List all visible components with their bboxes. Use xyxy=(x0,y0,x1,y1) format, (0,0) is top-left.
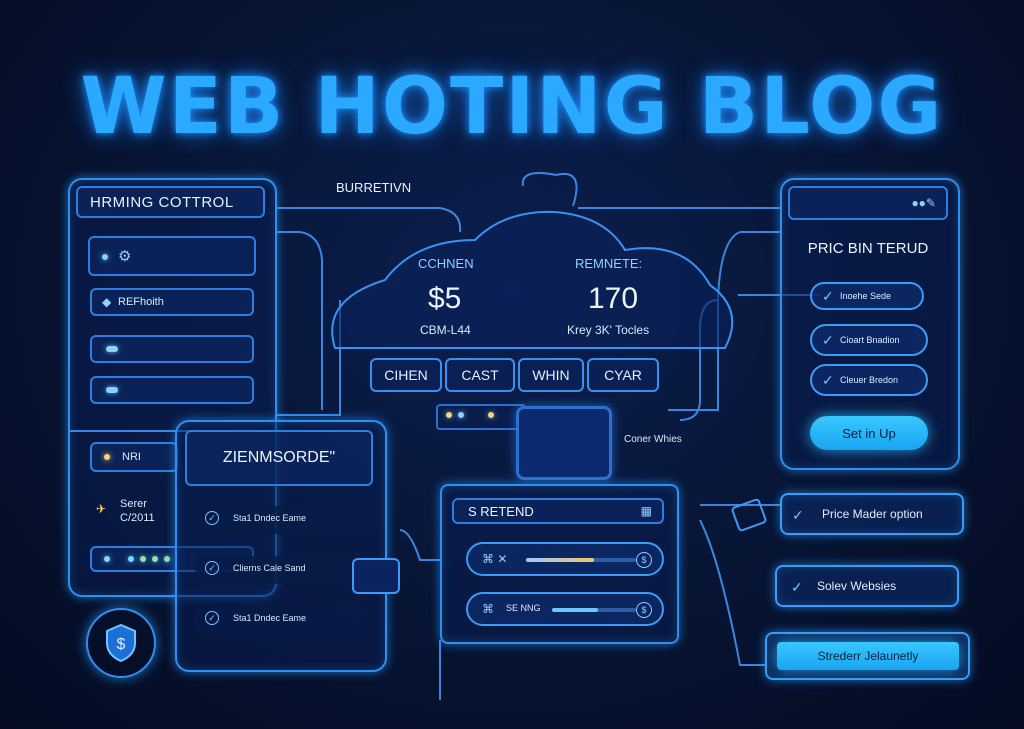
server-label: Serer xyxy=(120,498,147,510)
panel-title: HRMING COTTROL xyxy=(90,193,234,211)
toggle-icon xyxy=(106,387,118,393)
dollar-icon: $ xyxy=(636,552,652,568)
tab-whin[interactable]: WHIN xyxy=(518,358,584,392)
box-label: Price Mader option xyxy=(822,507,923,521)
cloud-left-label: CCHNEN xyxy=(418,256,474,271)
tab-cihen[interactable]: CIHEN xyxy=(370,358,442,392)
pricing-option[interactable]: ✓ Cleuer Bredon xyxy=(810,364,928,396)
cloud-right-label: REMNETE: xyxy=(575,256,643,271)
cloud-top-label: BURRETIVN xyxy=(336,180,412,195)
status-dot xyxy=(164,556,170,562)
box-label: Solev Websies xyxy=(817,579,897,593)
plane-icon: ✈ xyxy=(96,502,107,516)
panel-title: S RETEND xyxy=(468,503,534,519)
control-item-4[interactable] xyxy=(90,376,254,404)
tab-cyar[interactable]: CYAR xyxy=(587,358,659,392)
check-icon: ✓ xyxy=(205,511,219,525)
page-title: WEB HOTING BLOG xyxy=(80,62,944,152)
panel-title: ZIENMSORDE" xyxy=(222,449,336,466)
option-label: Cleuer Bredon xyxy=(840,375,899,385)
status-dot xyxy=(152,556,158,562)
check-icon: ✓ xyxy=(822,332,834,348)
slider-row[interactable]: ⌘ ✕ $ xyxy=(466,542,664,576)
control-item-label: REFhoith xyxy=(118,296,164,308)
dollar-shield-icon: $ xyxy=(86,608,156,678)
hosting-control-panel: HRMING COTTROL ⚙ ◆ REFhoith NRI ✈ Serer … xyxy=(68,178,277,597)
panel-header: S RETEND ▦ xyxy=(452,498,664,524)
cloud-shape xyxy=(331,210,734,349)
refresh-icon: ◆ xyxy=(102,295,112,309)
divider xyxy=(70,430,271,432)
pricing-panel: ●●✎ PRIC BIN TERUD ✓ Inoehe Sede ✓ Cioar… xyxy=(780,178,960,470)
list-item-label: Sta1 Dndec Eame xyxy=(233,613,307,623)
option-label: Inoehe Sede xyxy=(840,291,892,301)
dots-icon: ●●✎ xyxy=(911,196,936,210)
panel-title: PRIC BIN TERUD xyxy=(807,240,929,257)
control-item-nri[interactable]: NRI xyxy=(90,442,178,472)
status-dot xyxy=(128,556,134,562)
panel-header: HRMING COTTROL xyxy=(76,186,265,218)
device-caption: Coner Whies xyxy=(624,434,682,445)
control-item-label: NRI xyxy=(122,451,141,463)
list-item[interactable]: ✓ Clierns Cale Sand xyxy=(195,556,363,584)
list-item[interactable]: ✓ Sta1 Dndec Eame xyxy=(195,506,363,534)
svg-text:$: $ xyxy=(117,636,126,653)
solev-websies-box[interactable]: ✓ Solev Websies xyxy=(775,565,959,607)
strede-button[interactable]: Strederr Jelaunetly xyxy=(777,642,959,670)
retend-panel: S RETEND ▦ ⌘ ✕ $ ⌘ SE NNG $ xyxy=(440,484,679,644)
tablet-icon xyxy=(516,406,612,480)
tab-cast[interactable]: CAST xyxy=(445,358,515,392)
list-item-label: Sta1 Dndec Eame xyxy=(233,513,307,523)
check-icon: ✓ xyxy=(822,372,834,388)
network-icon: ⌘ xyxy=(482,602,494,616)
check-icon: ✓ xyxy=(792,507,804,523)
set-in-up-button[interactable]: Set in Up xyxy=(810,416,928,450)
pricing-option[interactable]: ✓ Inoehe Sede xyxy=(810,282,924,310)
cloud-right-value: 170 xyxy=(588,282,639,315)
control-item-refresh[interactable]: ◆ REFhoith xyxy=(90,288,254,316)
strede-box[interactable]: Strederr Jelaunetly xyxy=(765,632,970,680)
status-dot xyxy=(140,556,146,562)
check-icon: ✓ xyxy=(822,288,834,304)
grid-icon: ▦ xyxy=(640,504,652,518)
dollar-icon: $ xyxy=(636,602,652,618)
toggle-icon xyxy=(106,346,118,352)
status-dot xyxy=(458,412,464,418)
status-dot xyxy=(104,454,110,460)
slider-fill xyxy=(552,608,599,612)
price-option-box[interactable]: ✓ Price Mader option xyxy=(780,493,964,535)
cloud-left-value: $5 xyxy=(428,282,462,315)
check-icon: ✓ xyxy=(791,579,803,595)
control-item-3[interactable] xyxy=(90,335,254,363)
slider-track[interactable] xyxy=(552,608,636,612)
network-icon: ⌘ ✕ xyxy=(482,552,508,566)
cloud-right-caption: Krey 3K' Tocles xyxy=(567,323,650,337)
list-item[interactable]: ✓ Sta1 Dndec Eame xyxy=(195,606,363,634)
slider-label: SE NNG xyxy=(506,603,541,613)
status-dot xyxy=(104,556,110,562)
status-dot xyxy=(446,412,452,418)
option-label: Cioart Bnadion xyxy=(840,335,900,345)
status-dot xyxy=(102,254,108,260)
plug-icon xyxy=(730,497,768,533)
server-sub: C/2011 xyxy=(120,512,155,524)
panel-header: ZIENMSORDE" xyxy=(185,430,373,486)
connector-node xyxy=(352,558,400,594)
pricing-option[interactable]: ✓ Cioart Bnadion xyxy=(810,324,928,356)
status-dot xyxy=(488,412,494,418)
zienmsorde-panel: ZIENMSORDE" ✓ Sta1 Dndec Eame ✓ Clierns … xyxy=(175,420,387,672)
server-device-icon xyxy=(436,404,526,430)
cloud-left-caption: CBM-L44 xyxy=(420,323,471,337)
server-icon: ⚙ xyxy=(118,248,132,265)
slider-fill xyxy=(526,558,595,562)
check-icon: ✓ xyxy=(205,561,219,575)
slider-row[interactable]: ⌘ SE NNG $ xyxy=(466,592,664,626)
list-item-label: Clierns Cale Sand xyxy=(233,563,306,573)
slider-track[interactable] xyxy=(526,558,636,562)
control-item-1[interactable]: ⚙ xyxy=(88,236,256,276)
check-icon: ✓ xyxy=(205,611,219,625)
panel-header: ●●✎ xyxy=(788,186,948,220)
